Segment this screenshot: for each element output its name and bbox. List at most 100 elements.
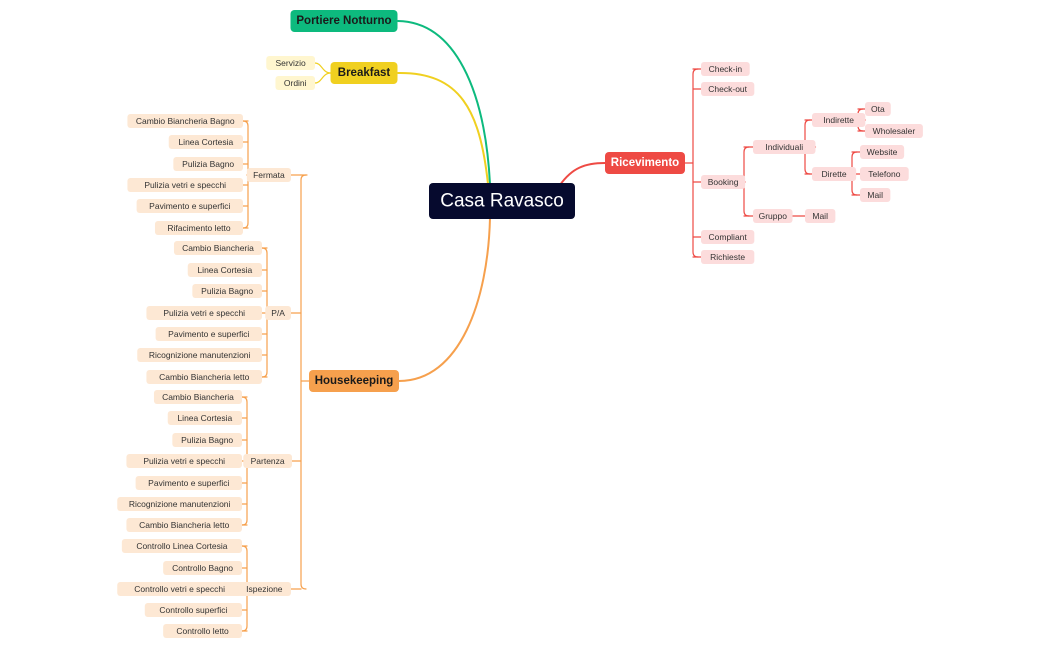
node-booking-individuali[interactable]: Individuali [753, 140, 816, 154]
node-partenza-ricognizione-manutenzioni[interactable]: Ricognizione manutenzioni [117, 497, 242, 511]
node-breakfast-ordini[interactable]: Ordini [275, 76, 315, 90]
node-ispezione-controllo-vetri-e-specchi[interactable]: Controllo vetri e specchi [117, 582, 242, 596]
node-housekeeping-group-fermata[interactable]: Fermata [246, 168, 291, 182]
node-individuali-dirette[interactable]: Dirette [812, 167, 857, 181]
node-ispezione-controllo-linea-cortesia[interactable]: Controllo Linea Cortesia [121, 539, 242, 553]
connector-portiere [397, 20, 491, 185]
node-p-a-pulizia-bagno[interactable]: Pulizia Bagno [192, 284, 262, 298]
node-partenza-pulizia-bagno-label: Pulizia Bagno [181, 435, 233, 445]
node-p-a-cambio-biancheria-label: Cambio Biancheria [182, 243, 254, 253]
node-ricevimento-richieste[interactable]: Richieste [701, 250, 755, 264]
node-ispezione-controllo-bagno-label: Controllo Bagno [172, 563, 233, 573]
root-node-casa-ravasco-label: Casa Ravasco [440, 191, 564, 212]
node-ricevimento[interactable]: Ricevimento [605, 152, 685, 174]
node-ricevimento-booking[interactable]: Booking [701, 175, 746, 189]
node-fermata-pulizia-bagno[interactable]: Pulizia Bagno [173, 157, 243, 171]
node-portiere-notturno[interactable]: Portiere Notturno [290, 10, 398, 32]
node-partenza-cambio-biancheria[interactable]: Cambio Biancheria [153, 390, 242, 404]
node-p-a-cambio-biancheria[interactable]: Cambio Biancheria [173, 241, 262, 255]
node-fermata-linea-cortesia[interactable]: Linea Cortesia [168, 135, 243, 149]
node-dirette-website-label: Website [867, 147, 898, 157]
node-indirette-ota-label: Ota [871, 104, 885, 114]
node-housekeeping-group-p-a[interactable]: P/A [265, 306, 291, 320]
node-dirette-mail-label: Mail [867, 190, 883, 200]
node-p-a-ricognizione-manutenzioni[interactable]: Ricognizione manutenzioni [137, 348, 262, 362]
node-partenza-pulizia-vetri-e-specchi[interactable]: Pulizia vetri e specchi [126, 454, 242, 468]
node-individuali-indirette[interactable]: Indirette [812, 113, 866, 127]
node-ricevimento-check-out-label: Check-out [708, 84, 747, 94]
node-p-a-linea-cortesia-label: Linea Cortesia [197, 265, 252, 275]
node-p-a-cambio-biancheria-letto-label: Cambio Biancheria letto [159, 372, 250, 382]
node-housekeeping[interactable]: Housekeeping [309, 370, 399, 392]
node-housekeeping-label: Housekeeping [315, 375, 394, 387]
node-gruppo-mail[interactable]: Mail [805, 209, 836, 223]
node-ricevimento-compliant[interactable]: Compliant [701, 230, 755, 244]
node-dirette-telefono[interactable]: Telefono [860, 167, 909, 181]
node-gruppo-mail-label: Mail [812, 211, 828, 221]
node-dirette-website[interactable]: Website [860, 145, 905, 159]
node-fermata-cambio-biancheria-bagno[interactable]: Cambio Biancheria Bagno [127, 114, 243, 128]
node-housekeeping-group-partenza-label: Partenza [251, 456, 285, 466]
node-ricevimento-check-in-label: Check-in [709, 64, 743, 74]
node-ispezione-controllo-bagno[interactable]: Controllo Bagno [163, 561, 242, 575]
node-fermata-pavimento-e-superfici[interactable]: Pavimento e superfici [136, 199, 243, 213]
node-breakfast-servizio-label: Servizio [276, 58, 307, 68]
node-fermata-rifacimento-letto-label: Rifacimento letto [167, 223, 231, 233]
node-p-a-linea-cortesia[interactable]: Linea Cortesia [187, 263, 262, 277]
node-fermata-rifacimento-letto[interactable]: Rifacimento letto [154, 221, 243, 235]
node-housekeeping-group-p-a-label: P/A [271, 308, 285, 318]
node-ricevimento-booking-label: Booking [708, 177, 739, 187]
node-booking-individuali-label: Individuali [765, 142, 803, 152]
node-p-a-pulizia-bagno-label: Pulizia Bagno [201, 286, 253, 296]
node-fermata-linea-cortesia-label: Linea Cortesia [178, 137, 233, 147]
node-breakfast-ordini-label: Ordini [284, 78, 307, 88]
node-ispezione-controllo-letto[interactable]: Controllo letto [163, 624, 242, 638]
node-partenza-linea-cortesia-label: Linea Cortesia [177, 413, 232, 423]
connector-housekeeping-trunk [300, 174, 307, 590]
connector-breakfast-child [314, 72, 332, 84]
node-p-a-cambio-biancheria-letto[interactable]: Cambio Biancheria letto [146, 370, 262, 384]
node-p-a-pulizia-vetri-e-specchi[interactable]: Pulizia vetri e specchi [146, 306, 262, 320]
node-fermata-pulizia-vetri-e-specchi-label: Pulizia vetri e specchi [144, 180, 226, 190]
node-indirette-ota[interactable]: Ota [865, 102, 891, 116]
node-breakfast[interactable]: Breakfast [330, 62, 398, 84]
node-partenza-cambio-biancheria-letto[interactable]: Cambio Biancheria letto [126, 518, 242, 532]
node-dirette-mail[interactable]: Mail [860, 188, 891, 202]
node-booking-gruppo-label: Gruppo [759, 211, 788, 221]
node-booking-gruppo[interactable]: Gruppo [753, 209, 793, 223]
node-partenza-pulizia-bagno[interactable]: Pulizia Bagno [172, 433, 242, 447]
root-node-casa-ravasco[interactable]: Casa Ravasco [429, 183, 575, 219]
connector-breakfast [397, 71, 489, 185]
node-ispezione-controllo-vetri-e-specchi-label: Controllo vetri e specchi [134, 584, 225, 594]
node-fermata-pulizia-vetri-e-specchi[interactable]: Pulizia vetri e specchi [127, 178, 243, 192]
node-ricevimento-compliant-label: Compliant [709, 232, 748, 242]
connector-lines [237, 20, 866, 632]
node-indirette-wholesaler[interactable]: Wholesaler [865, 124, 923, 138]
node-partenza-pulizia-vetri-e-specchi-label: Pulizia vetri e specchi [143, 456, 225, 466]
node-partenza-pavimento-e-superfici[interactable]: Pavimento e superfici [135, 476, 242, 490]
node-indirette-wholesaler-label: Wholesaler [873, 126, 916, 136]
node-housekeeping-group-ispezione-label: Ispezione [246, 584, 283, 594]
node-individuali-indirette-label: Indirette [823, 115, 854, 125]
node-p-a-pavimento-e-superfici[interactable]: Pavimento e superfici [155, 327, 262, 341]
node-breakfast-label: Breakfast [338, 67, 391, 79]
node-breakfast-servizio[interactable]: Servizio [266, 56, 315, 70]
node-partenza-linea-cortesia[interactable]: Linea Cortesia [167, 411, 242, 425]
node-ispezione-controllo-superfici[interactable]: Controllo superfici [144, 603, 242, 617]
node-housekeeping-group-fermata-label: Fermata [253, 170, 285, 180]
node-partenza-cambio-biancheria-label: Cambio Biancheria [162, 392, 234, 402]
connector-ricevimento [559, 162, 606, 186]
node-portiere-notturno-label: Portiere Notturno [296, 15, 391, 27]
node-partenza-ricognizione-manutenzioni-label: Ricognizione manutenzioni [129, 499, 231, 509]
node-partenza-cambio-biancheria-letto-label: Cambio Biancheria letto [139, 520, 230, 530]
connector-ricevimento-trunk [692, 68, 699, 258]
node-ricevimento-check-in[interactable]: Check-in [701, 62, 750, 76]
node-housekeeping-group-ispezione[interactable]: Ispezione [237, 582, 291, 596]
node-ispezione-controllo-letto-label: Controllo letto [176, 626, 229, 636]
node-ispezione-controllo-linea-cortesia-label: Controllo Linea Cortesia [136, 541, 227, 551]
node-individuali-dirette-label: Dirette [822, 169, 847, 179]
node-ricevimento-check-out[interactable]: Check-out [701, 82, 755, 96]
node-partenza-pavimento-e-superfici-label: Pavimento e superfici [148, 478, 229, 488]
node-housekeeping-group-partenza[interactable]: Partenza [243, 454, 292, 468]
